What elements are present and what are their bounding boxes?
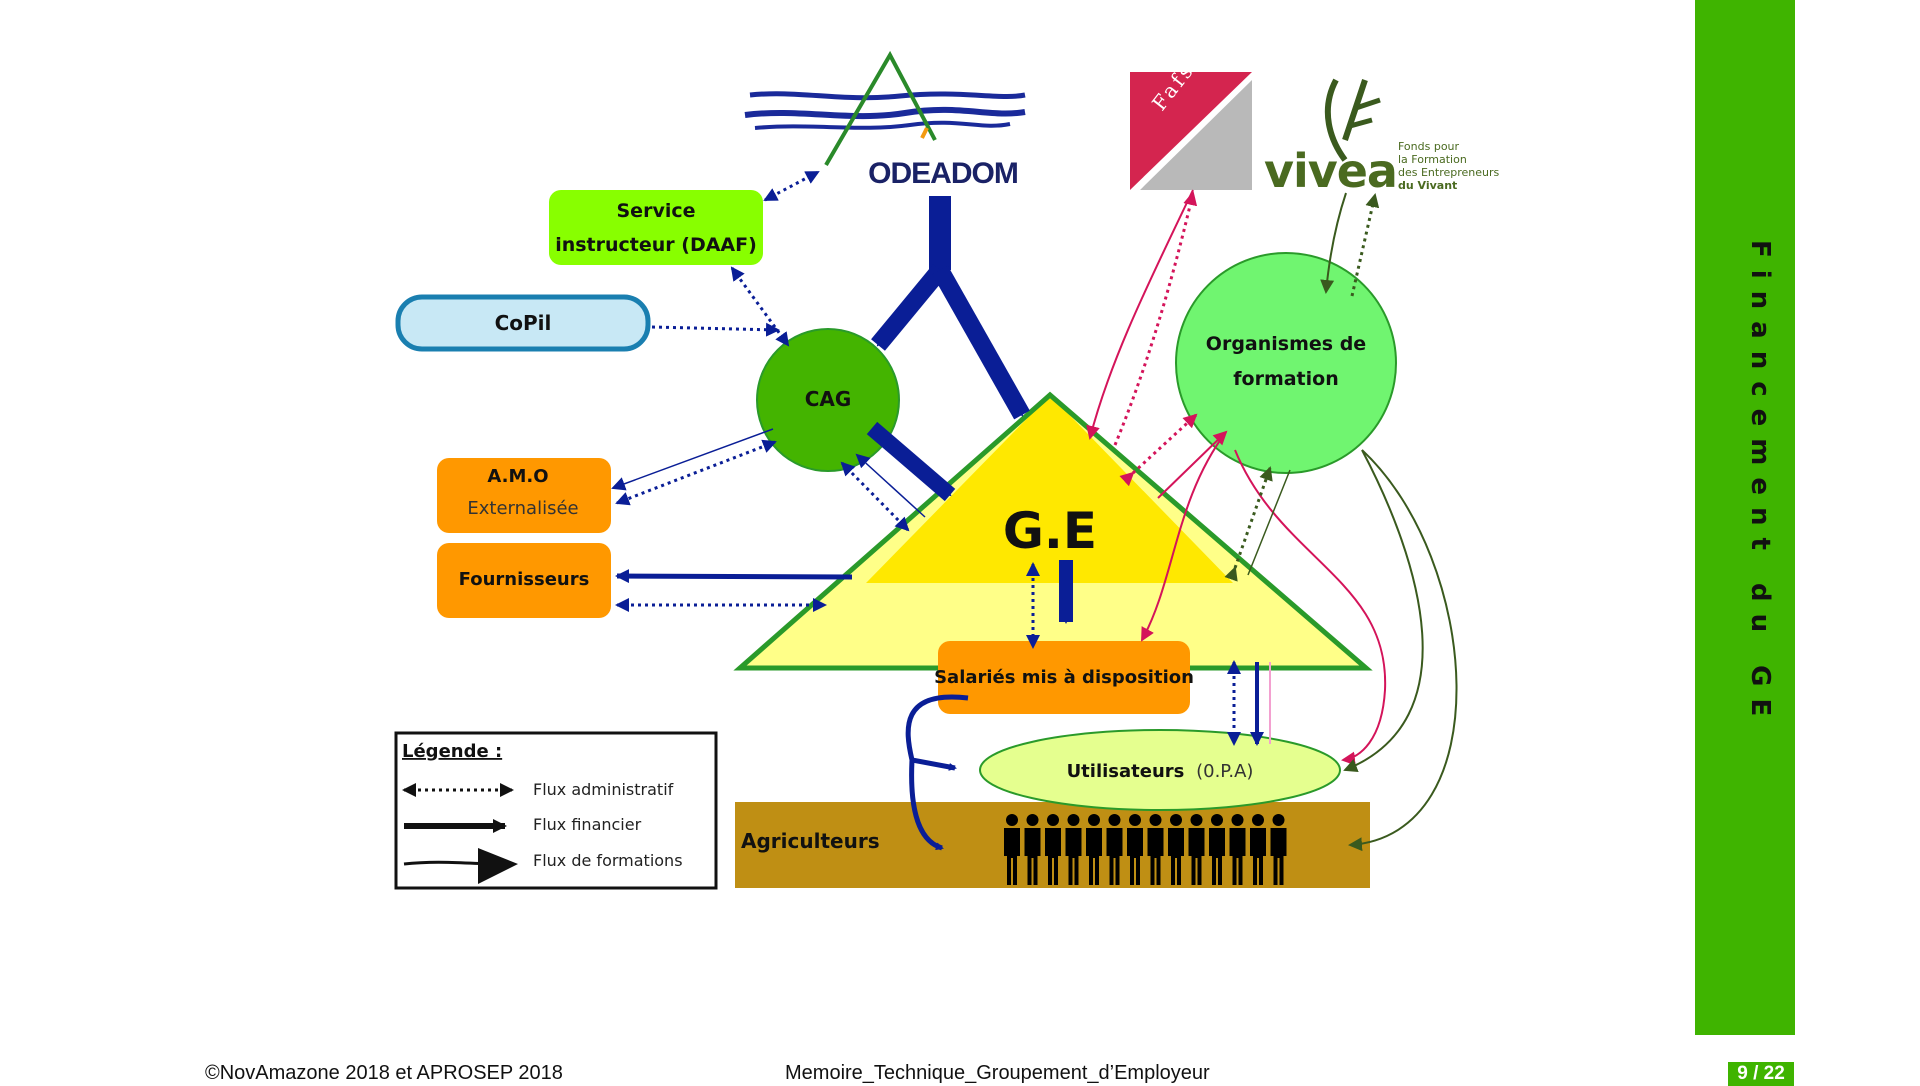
administrative-arrows [615,170,1241,746]
service-instructeur-box [549,190,763,265]
odeadom-label: ODEADOM [868,157,1018,190]
organismes-circle [1175,252,1397,474]
organismes-line2: formation [1233,368,1338,390]
farmer-icon [1229,814,1246,885]
cag-circle [756,328,900,472]
financial-arrows [611,196,1264,851]
cag-label: CAG [805,387,852,411]
farmer-icon [1168,814,1184,885]
agriculteurs-label: Agriculteurs [741,829,880,853]
arrow-odeadom-to-ge [932,265,1030,420]
arrow-ge-to-fournisseurs [615,569,853,584]
vivea-name: vivea [1264,144,1397,198]
admin-ge-cag [840,461,910,532]
vivea-line1: Fonds pour [1398,140,1460,153]
training-vivea-organismes [1320,192,1347,294]
legend-admin-label: Flux administratif [533,780,674,799]
training-organismes-ge-thin [1247,469,1291,576]
odeadom-logo: ODEADOM [744,50,1026,190]
legend: Légende : Flux administratif Flux financ… [394,731,718,890]
farmer-icon [1209,814,1225,885]
organismes-line1: Organismes de [1206,333,1366,355]
copil-label: CoPil [495,311,552,335]
farmer-icon [1086,814,1102,885]
utilisateurs-ellipse [979,729,1341,811]
arrow-odeadom-to-cag [871,264,947,351]
amo-box [437,458,611,533]
farmer-icon [1045,814,1061,885]
farmers-silhouettes [1004,814,1287,885]
fournisseurs-label: Fournisseurs [459,569,590,590]
legend-title: Légende : [402,741,502,762]
side-title: Financement du GE [1745,240,1775,729]
farmer-icon [1106,814,1123,885]
amo-line1: A.M.O [487,466,548,487]
training-organismes-salaries [1141,431,1227,642]
farmer-icon [1065,814,1082,885]
footer-copyright: ©NovAmazone 2018 et APROSEP 2018 [205,1062,563,1084]
training-organismes-utilisateurs [1234,449,1387,766]
service-line2: instructeur (DAAF) [555,234,757,256]
side-bar [1695,0,1795,1035]
training-organismes-farmers-green [1348,449,1458,852]
utilisateurs-label: Utilisateurs (0.P.A) [1067,761,1254,782]
fafsea-logo: Fafsea [1130,34,1252,190]
arrow-salaries-to-users-farmers [905,694,969,771]
vivea-logo: vivea Fonds pour la Formation des Entrep… [1264,78,1500,198]
legend-financier-label: Flux financier [533,815,642,834]
farmer-icon [1188,814,1205,885]
farmer-icon [1024,814,1041,885]
amo-line2: Externalisée [467,498,578,519]
fournisseurs-box [437,543,611,618]
vivea-line4: du Vivant [1398,179,1457,192]
admin-service-cag [730,266,790,347]
vivea-line3: des Entrepreneurs [1398,166,1500,179]
copil-box [395,294,651,352]
farmer-icon [1147,814,1164,885]
farmer-icon [1270,814,1287,885]
salaries-label: Salariés mis à disposition [934,667,1194,688]
admin-service-odeadom [763,170,820,202]
legend-formations-label: Flux de formations [533,851,683,870]
legend-formations-head [478,848,518,884]
farmer-icon [1250,814,1266,885]
arrow-cag-to-ge [866,421,956,502]
farmer-icon [1004,814,1020,885]
service-line1: Service [617,200,696,222]
training-organismes-users-green [1343,449,1424,773]
footer-document: Memoire_Technique_Groupement_d’Employeur [785,1062,1210,1084]
training-ge-fafsea [1113,191,1198,446]
training-arrows [1086,189,1458,852]
training-ge-organismes [1119,413,1198,487]
training-organismes-vivea [1350,193,1380,297]
arrow-cag-to-amo [611,428,774,491]
admin-cag-amo [615,439,777,506]
salaries-box [938,641,1190,714]
admin-copil-cag [651,322,780,337]
ge-label: G.E [1003,502,1097,560]
vivea-line2: la Formation [1398,153,1467,166]
page-number: 9 / 22 [1728,1062,1794,1086]
farmer-icon [1127,814,1143,885]
training-fafsea-ge [1086,189,1194,440]
